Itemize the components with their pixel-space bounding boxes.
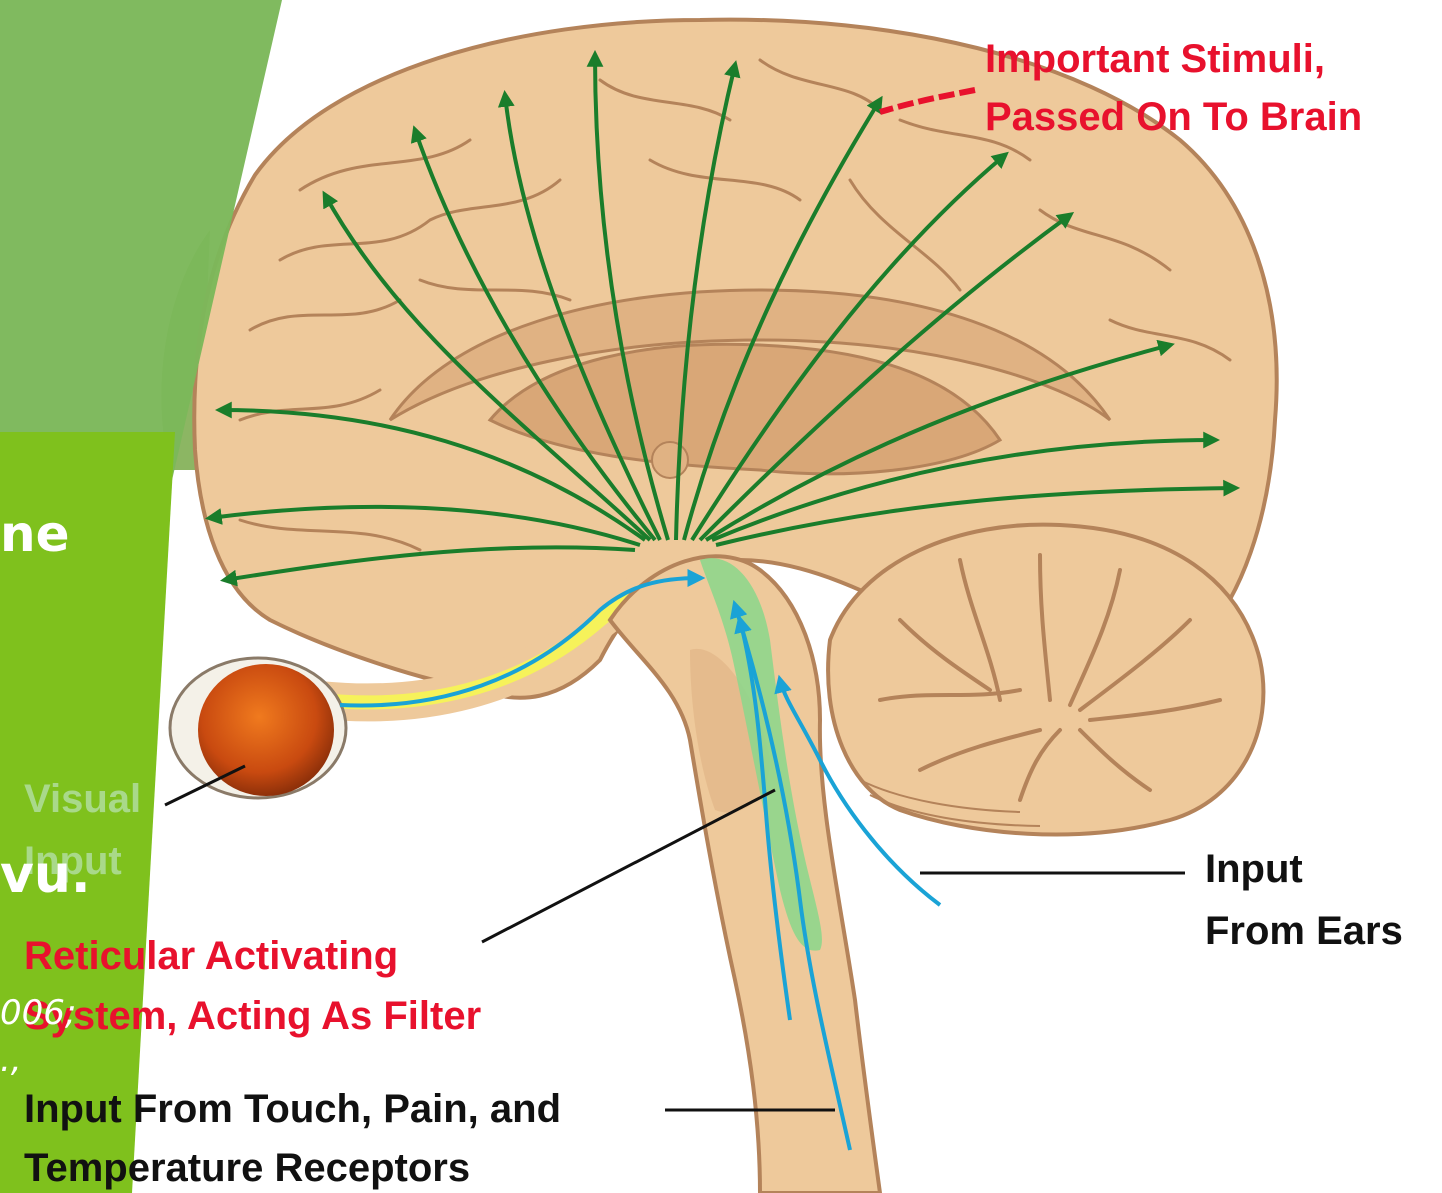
slide-fragment-4: ., <box>0 1040 22 1080</box>
slide-fragment-3: 006; <box>0 993 76 1033</box>
label-visual-1: Visual <box>24 778 141 820</box>
thalamus <box>652 442 688 478</box>
slide-fragment-2: vu. <box>0 845 91 905</box>
label-reticular-2: System, Acting As Filter <box>24 995 481 1037</box>
cerebellum <box>828 525 1263 835</box>
label-input-ears-1: Input <box>1205 848 1303 890</box>
label-input-ears-2: From Ears <box>1205 910 1403 952</box>
label-touch-2: Temperature Receptors <box>24 1147 470 1189</box>
slide-fragment-1: ne <box>0 505 70 563</box>
label-touch-1: Input From Touch, Pain, and <box>24 1088 561 1130</box>
label-important-stimuli: Important Stimuli, <box>985 38 1325 80</box>
eye-iris <box>198 664 334 796</box>
label-passed-on: Passed On To Brain <box>985 96 1362 138</box>
label-reticular-1: Reticular Activating <box>24 935 398 977</box>
